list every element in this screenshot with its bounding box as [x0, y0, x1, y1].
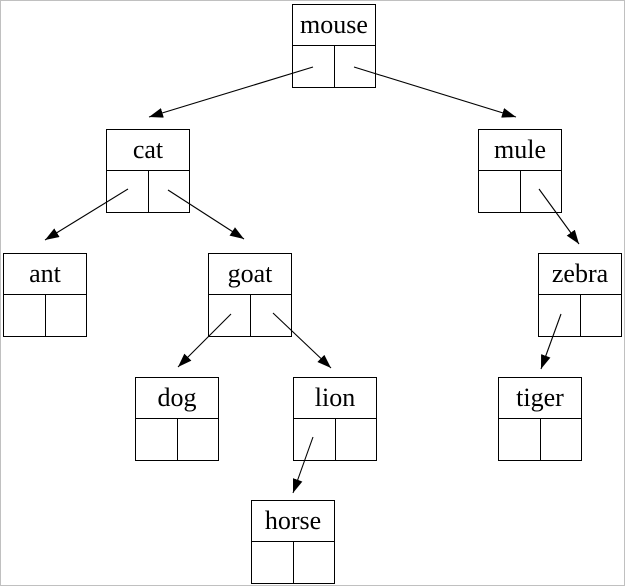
- left-pointer-cell: [252, 542, 294, 583]
- pointer-cells: [499, 419, 581, 460]
- pointer-cells: [539, 295, 621, 336]
- right-pointer-cell: [294, 542, 335, 583]
- tree-node-cat: cat: [106, 129, 190, 213]
- node-label: mule: [479, 130, 561, 171]
- left-pointer-cell: [294, 419, 336, 460]
- left-pointer-cell: [209, 295, 251, 336]
- tree-node-lion: lion: [293, 377, 377, 461]
- node-label: horse: [252, 501, 334, 542]
- node-label: dog: [136, 378, 218, 419]
- tree-node-mule: mule: [478, 129, 562, 213]
- tree-node-dog: dog: [135, 377, 219, 461]
- node-label: ant: [4, 254, 86, 295]
- pointer-cells: [209, 295, 291, 336]
- right-pointer-cell: [149, 171, 190, 212]
- right-pointer-cell: [541, 419, 582, 460]
- pointer-cells: [294, 419, 376, 460]
- right-pointer-cell: [336, 419, 377, 460]
- left-pointer-cell: [479, 171, 521, 212]
- right-pointer-cell: [335, 46, 376, 87]
- tree-node-mouse: mouse: [292, 4, 376, 88]
- node-label: cat: [107, 130, 189, 171]
- edge-mouse-right-to-mule: [353, 66, 517, 118]
- tree-node-ant: ant: [3, 253, 87, 337]
- node-label: goat: [209, 254, 291, 295]
- left-pointer-cell: [136, 419, 178, 460]
- pointer-cells: [252, 542, 334, 583]
- tree-node-goat: goat: [208, 253, 292, 337]
- node-label: zebra: [539, 254, 621, 295]
- left-pointer-cell: [293, 46, 335, 87]
- right-pointer-cell: [251, 295, 292, 336]
- node-label: mouse: [293, 5, 375, 46]
- left-pointer-cell: [499, 419, 541, 460]
- right-pointer-cell: [46, 295, 87, 336]
- pointer-cells: [293, 46, 375, 87]
- pointer-cells: [479, 171, 561, 212]
- node-label: tiger: [499, 378, 581, 419]
- tree-node-zebra: zebra: [538, 253, 622, 337]
- edge-mouse-left-to-cat: [148, 66, 314, 118]
- tree-node-tiger: tiger: [498, 377, 582, 461]
- left-pointer-cell: [4, 295, 46, 336]
- tree-node-horse: horse: [251, 500, 335, 584]
- pointer-cells: [4, 295, 86, 336]
- right-pointer-cell: [178, 419, 219, 460]
- pointer-cells: [136, 419, 218, 460]
- node-label: lion: [294, 378, 376, 419]
- right-pointer-cell: [521, 171, 562, 212]
- pointer-cells: [107, 171, 189, 212]
- left-pointer-cell: [107, 171, 149, 212]
- left-pointer-cell: [539, 295, 581, 336]
- right-pointer-cell: [581, 295, 622, 336]
